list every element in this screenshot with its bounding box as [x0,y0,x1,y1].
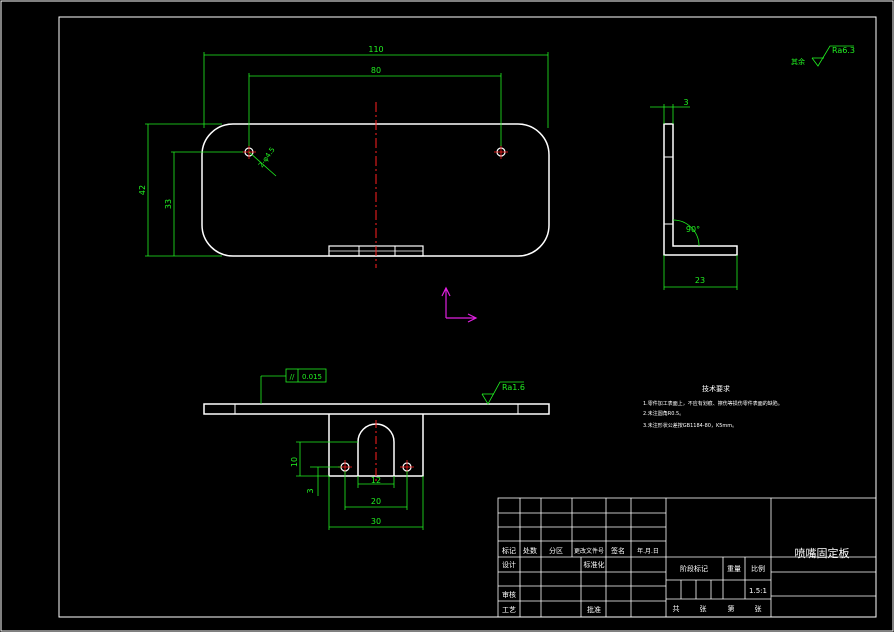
tb-label-process: 工艺 [502,606,516,614]
top-plate [203,403,550,415]
parallelism-tolerance: 0.015 [302,373,322,381]
roughness-main: Ra1.6 [502,383,525,392]
tb-scale-value: 1.5:1 [749,587,767,595]
top-view: 10 3 12 20 30 // 0.015 Ra1.6 [203,368,550,530]
tb-label-review: 审核 [502,590,516,599]
angle-profile [663,123,738,256]
tb-label-scale: 比例 [751,564,765,573]
technical-requirements: 技术要求 1.零件加工表面上，不应有划痕、擦伤等损伤零件表面的缺陷。 2.未注圆… [643,384,783,429]
dim-hole-note: 2-φ4.5 [257,146,277,169]
dim-slot-width: 12 [371,476,381,485]
parallelism-symbol: // [290,373,295,381]
tb-label-stage-mark: 阶段标记 [680,564,708,573]
roughness-rest-label: 其余 [791,57,805,66]
title-block [497,497,877,618]
dim-tab-width: 30 [371,517,381,526]
dim-hole-spacing: 80 [371,66,381,75]
tb-label-count: 处数 [523,546,537,555]
dim-overall-length: 110 [368,45,383,54]
sheet-inner-frame [58,16,877,618]
tech-req-line: 1.零件加工表面上，不应有划痕、擦伤等损伤零件表面的缺陷。 [643,400,783,407]
tb-label-mark: 标记 [502,546,516,555]
tech-req-line: 2.未注圆角R0.5。 [643,410,684,417]
dim-slot-offset: 3 [306,488,315,493]
tb-label-design: 设计 [502,560,516,569]
tb-label-sheets-total-unit: 张 [700,604,707,613]
axis-arrow-up [441,286,451,297]
tb-label-sheet-no: 第 [728,604,735,613]
angle-arc [672,219,700,247]
tb-label-change-doc: 更改文件号 [574,547,604,555]
tb-label-weight: 重量 [727,565,741,573]
dim-overall-height: 42 [138,185,147,195]
tb-label-signature: 签名 [611,546,625,555]
tech-req-title: 技术要求 [702,384,730,393]
hole-leader [248,151,277,177]
tb-label-sheets-total: 共 [673,604,680,613]
dim-thickness: 3 [683,98,688,107]
plate-outline [201,123,550,257]
tb-label-approve: 批准 [587,605,601,614]
front-view: 110 80 42 33 2-φ4.5 [138,45,550,323]
tolerance-frame [285,368,327,383]
title-block-text: 标记 处数 分区 更改文件号 签名 年.月.日 设计 标准化 审核 工艺 批准 … [502,546,850,614]
dim-hole-height: 33 [164,199,173,209]
dim-slot-height: 10 [290,457,299,467]
title-block-frame [497,497,877,618]
tb-part-name: 喷嘴固定板 [795,546,850,560]
roughness-rest-symbol: 其余 Ra6.3 [791,45,855,67]
dim-bend-angle: 90° [686,225,700,234]
tb-label-zone: 分区 [549,546,563,555]
tb-label-standardize: 标准化 [584,560,605,569]
roughness-mark [481,381,524,405]
tb-label-sheet-no-unit: 张 [755,604,762,613]
side-view: 3 90° 23 [650,98,738,290]
roughness-rest-value: Ra6.3 [832,46,855,55]
tech-req-line: 3.未注形状公差按GB1184-80，K5mm。 [643,422,737,429]
roughness-check-mark [811,45,854,67]
tb-label-date: 年.月.日 [637,547,659,555]
axis-arrow-right [467,313,478,323]
dim-flange-length: 23 [695,276,705,285]
dim-hole-pitch: 20 [371,497,381,506]
